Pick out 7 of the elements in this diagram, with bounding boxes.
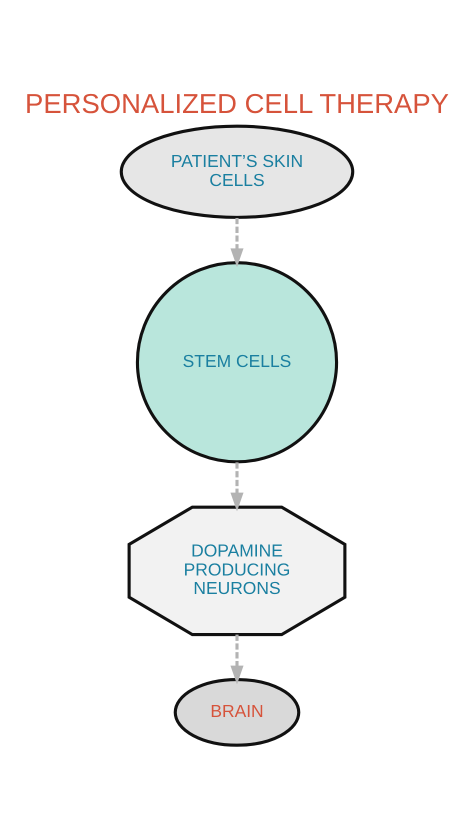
arrow: [230, 462, 244, 512]
diagram-title: PERSONALIZED CELL THERAPY: [25, 88, 449, 119]
node-ellipse: PATIENT’S SKIN CELLS: [120, 124, 354, 219]
node-circle: STEM CELLS: [136, 261, 338, 464]
arrow: [230, 634, 244, 684]
arrow: [230, 218, 244, 268]
node-ellipse: BRAIN: [174, 678, 300, 747]
